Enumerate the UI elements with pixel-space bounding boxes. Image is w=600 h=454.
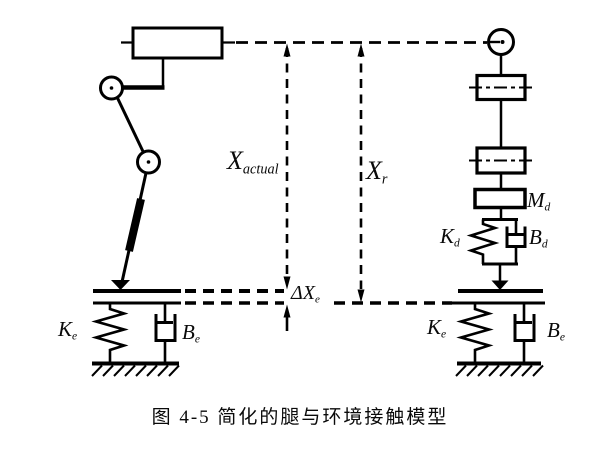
- kd-main: K: [440, 224, 455, 248]
- right-environment: [452, 289, 545, 377]
- bd-sub: d: [541, 238, 548, 251]
- x-actual-label: Xactual: [227, 148, 279, 177]
- left-environment-spring: [91, 303, 129, 363]
- be-right-sub: e: [559, 331, 565, 344]
- figure-caption: 图 4-5 简化的腿与环境接触模型: [151, 407, 449, 428]
- ke-right-main: K: [427, 315, 442, 339]
- ke-left-label: Ke: [58, 319, 77, 343]
- hip-joint-center-dot: [109, 86, 114, 90]
- x-r-sub: r: [381, 171, 388, 188]
- knee-joint-center-dot: [146, 160, 151, 164]
- ke-left-main: K: [58, 317, 73, 341]
- ke-left-sub: e: [72, 330, 78, 343]
- right-environment-damper: [513, 303, 536, 363]
- x-r-dimension: [357, 43, 365, 303]
- be-right-main: B: [547, 318, 560, 342]
- left-foot-arrow: [111, 280, 130, 290]
- x-r-arrow-up: [357, 43, 365, 57]
- mass-block: [473, 187, 527, 210]
- kd-label: Kd: [440, 226, 460, 250]
- ke-right-label: Ke: [427, 317, 446, 341]
- left-ground-hatch: [91, 364, 180, 377]
- kd-sub: d: [454, 237, 460, 250]
- delta-xe-dimension: [283, 304, 291, 331]
- reference-joint-dot: [500, 40, 505, 44]
- mass-main: M: [527, 188, 545, 212]
- delta-xe-sub: e: [314, 293, 320, 306]
- left-environment: [91, 289, 181, 377]
- impedance-spring: [466, 219, 500, 264]
- be-right-label: Be: [547, 320, 565, 344]
- x-r-label: Xr: [366, 158, 387, 187]
- x-r-arrow-down: [357, 289, 365, 303]
- right-ground-hatch: [455, 364, 544, 377]
- x-actual-main: X: [227, 146, 243, 175]
- shank-link-thick-segment: [125, 198, 145, 252]
- x-actual-dimension: [283, 43, 291, 290]
- x-actual-arrow-up: [283, 43, 291, 57]
- platform-extension-dashed-lines: [185, 289, 452, 305]
- delta-xe-arrow-up: [283, 304, 291, 318]
- body-block: [131, 26, 224, 60]
- be-left-label: Be: [182, 322, 200, 346]
- be-left-main: B: [182, 320, 195, 344]
- left-environment-damper: [154, 303, 177, 363]
- impedance-chain: [466, 28, 533, 290]
- delta-xe-main: ΔX: [291, 282, 315, 304]
- ke-right-sub: e: [441, 328, 447, 341]
- x-r-main: X: [366, 156, 382, 185]
- impedance-damper: [505, 219, 527, 264]
- bd-main: B: [529, 225, 542, 249]
- delta-xe-label: ΔXe: [291, 283, 320, 305]
- mass-label: Md: [527, 190, 550, 214]
- right-environment-spring: [456, 303, 494, 363]
- be-left-sub: e: [194, 333, 200, 346]
- thigh-link: [116, 97, 145, 154]
- bd-label: Bd: [529, 227, 548, 251]
- x-actual-arrow-down: [283, 276, 291, 290]
- leg-model: [99, 26, 224, 290]
- right-foot-arrow: [491, 280, 509, 290]
- mass-sub: d: [544, 201, 551, 214]
- x-actual-sub: actual: [242, 161, 279, 178]
